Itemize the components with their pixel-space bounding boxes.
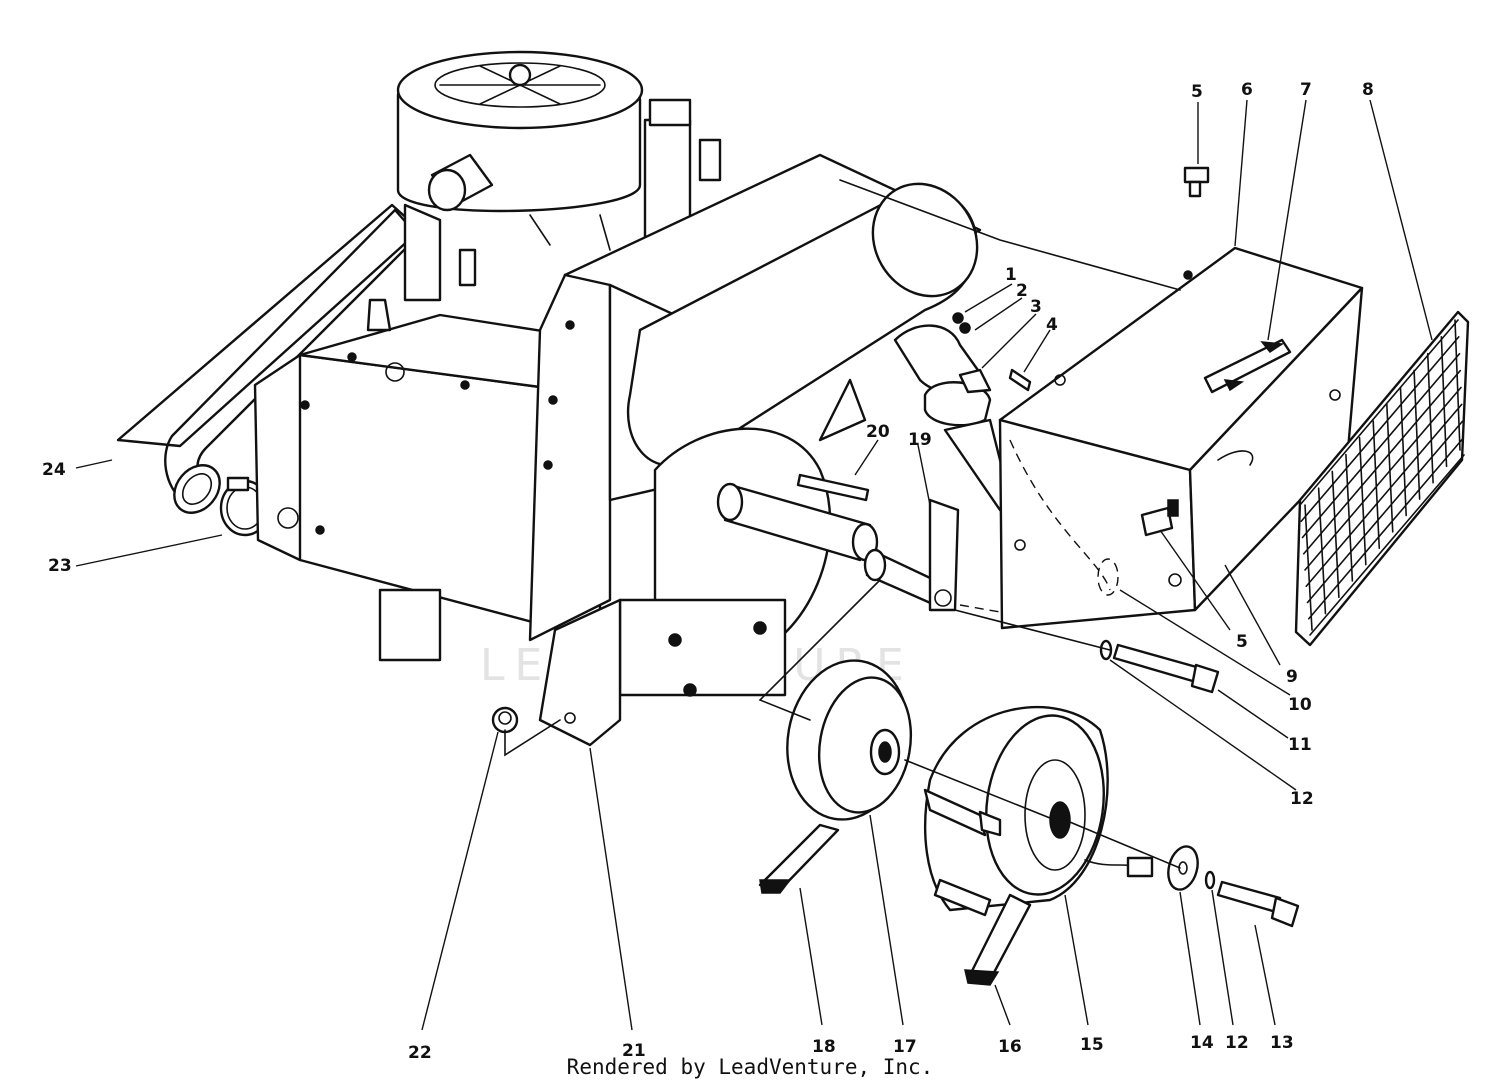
callout-18: 18 (812, 1037, 836, 1057)
callout-16: 16 (998, 1037, 1022, 1057)
callout-15: 15 (1080, 1035, 1104, 1055)
screen-mesh-line (1440, 336, 1448, 468)
part-18-belt (758, 823, 840, 894)
callout-8: 8 (1362, 80, 1374, 100)
screen-mesh-line (1302, 369, 1462, 555)
screen-mesh-line (1386, 403, 1394, 533)
part-7-decal (1203, 338, 1292, 394)
callout-10: 10 (1288, 695, 1312, 715)
part-8-spark-screen (1294, 310, 1470, 647)
part-12-lockwasher (1204, 870, 1216, 890)
screen-mesh-line (1358, 436, 1367, 566)
part-5-bolt-side (1140, 499, 1179, 537)
screen-mesh-line (1309, 454, 1465, 636)
callout-23: 23 (48, 556, 72, 576)
part-19-spacer (863, 498, 960, 612)
callout-22: 22 (408, 1043, 432, 1063)
part-20-key (796, 473, 870, 502)
part-17-pulley (786, 659, 913, 821)
screen-mesh-line (1304, 504, 1313, 631)
callout-5a: 5 (1191, 82, 1203, 102)
carburetor-assembly (403, 98, 722, 302)
assembly-lines (504, 179, 1181, 869)
screen-mesh-line (1454, 319, 1461, 451)
rendered-by-credit: Rendered by LeadVenture, Inc. (566, 1055, 934, 1079)
part-21-mount-bracket (538, 598, 622, 747)
screen-mesh-line (1307, 437, 1465, 620)
callout-12a: 12 (1290, 789, 1314, 809)
callout-6: 6 (1241, 80, 1253, 100)
callout-2: 2 (1016, 281, 1028, 301)
callout-13: 13 (1270, 1033, 1294, 1053)
callout-19: 19 (908, 430, 932, 450)
engine-block (253, 298, 602, 662)
callout-9: 9 (1286, 667, 1298, 687)
air-cleaner (396, 50, 644, 213)
callout-4: 4 (1046, 315, 1058, 335)
callout-7: 7 (1300, 80, 1312, 100)
screen-mesh-line (1301, 352, 1461, 539)
screen-mesh-line (1305, 403, 1463, 588)
screen-mesh-line (1399, 386, 1407, 517)
part-6-muffler-guard (998, 246, 1364, 630)
screen-mesh-line (1372, 420, 1381, 549)
callout-20: 20 (866, 422, 890, 442)
part-14-washer (1167, 845, 1199, 891)
part-4-stud (1008, 368, 1032, 392)
callout-17: 17 (893, 1037, 917, 1057)
callout-24: 24 (42, 460, 66, 480)
callout-12b: 12 (1225, 1033, 1249, 1053)
part-11-bolt (1112, 643, 1220, 694)
part-15-electric-clutch (923, 705, 1154, 917)
part-13-bolt (1216, 880, 1300, 928)
callout-labels: 1 2 3 4 5 5 6 7 8 9 10 11 12 12 13 14 15… (42, 80, 1374, 1063)
part-16-belt (964, 893, 1032, 986)
callout-21: 21 (622, 1041, 646, 1061)
callout-5b: 5 (1236, 632, 1248, 652)
screen-mesh-line (1300, 336, 1460, 523)
callout-1: 1 (1005, 265, 1017, 285)
part-3-clamp (923, 368, 992, 427)
screen-mesh-line (1306, 420, 1464, 604)
flywheel-housing (618, 378, 867, 697)
part-10-washer (1099, 639, 1113, 661)
callout-11: 11 (1288, 735, 1312, 755)
callout-14: 14 (1190, 1033, 1214, 1053)
leader-lines (75, 99, 1433, 1031)
part-22-nut (491, 706, 519, 734)
screen-mesh-line (1413, 369, 1421, 500)
callout-3: 3 (1030, 297, 1042, 317)
part-1-2-bolts (952, 312, 971, 334)
part-5-bolt-top (1183, 166, 1210, 198)
screen-mesh-line (1299, 319, 1459, 506)
screen-mesh-line (1426, 352, 1434, 484)
screen-mesh-line (1304, 386, 1462, 571)
